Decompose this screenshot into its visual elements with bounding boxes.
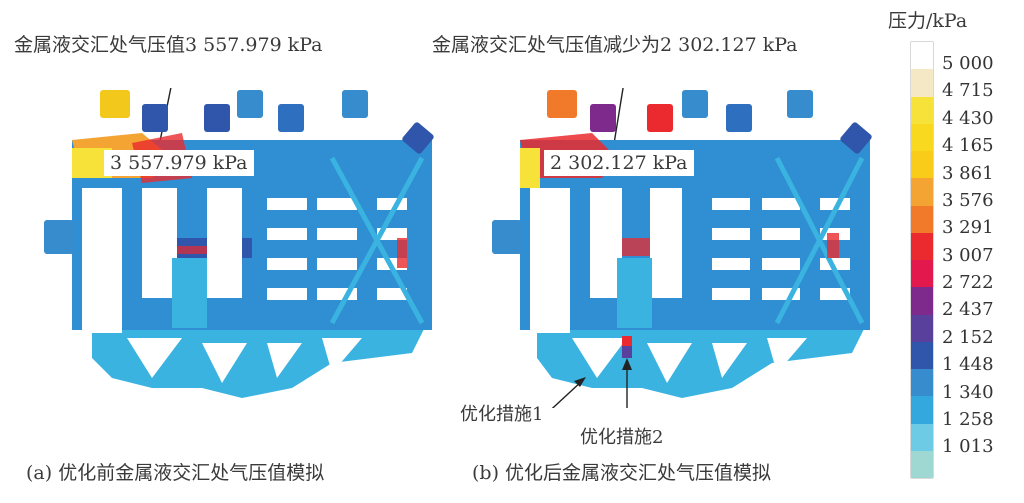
color-scale-bar (910, 41, 934, 479)
color-segment (911, 287, 933, 315)
legend-tick-label: 4 430 (942, 107, 994, 129)
legend-tick-label: 1 013 (942, 436, 994, 458)
color-segment (911, 450, 933, 478)
color-segment (911, 341, 933, 369)
color-segment (911, 423, 933, 451)
color-segment (911, 123, 933, 151)
legend-tick-label: 2 437 (942, 299, 994, 321)
color-segment (911, 178, 933, 206)
legend-title: 压力/kPa (888, 10, 968, 32)
panel-b-casting: 2 302.127 kPa (482, 88, 902, 408)
color-segment (911, 205, 933, 233)
color-segment (911, 396, 933, 424)
panel-b-value-label: 2 302.127 kPa (544, 150, 694, 176)
legend-tick-label: 1 258 (942, 408, 994, 430)
color-segment (911, 69, 933, 97)
legend-tick-label: 1 340 (942, 381, 994, 403)
color-segment (911, 314, 933, 342)
panel-a-casting: 3 557.979 kPa (32, 88, 452, 408)
legend-tick-label: 2 152 (942, 326, 994, 348)
color-segment (911, 42, 933, 70)
color-segment (911, 260, 933, 288)
panel-a-annotation: 金属液交汇处气压值3 557.979 kPa (14, 34, 323, 56)
panel-b-caption: (b) 优化后金属液交汇处气压值模拟 (472, 462, 772, 484)
legend-tick-label: 2 722 (942, 272, 994, 293)
legend-tick-label: 3 291 (942, 217, 994, 239)
casting-b-graphic (492, 88, 872, 408)
legend-tick-label: 4 165 (942, 135, 994, 157)
legend-tick-label: 3 861 (942, 162, 994, 184)
legend-tick-label: 3 007 (942, 244, 994, 266)
legend-tick-label: 1 448 (942, 354, 994, 376)
measure-2-label: 优化措施2 (580, 427, 664, 448)
panel-a-caption: (a) 优化前金属液交汇处气压值模拟 (26, 462, 325, 484)
color-segment (911, 151, 933, 179)
panel-a-value-label: 3 557.979 kPa (104, 150, 254, 176)
legend-tick-label: 5 000 (942, 53, 994, 74)
color-segment (911, 96, 933, 124)
panel-b-annotation: 金属液交汇处气压值减少为2 302.127 kPa (432, 34, 798, 56)
casting-a-graphic (44, 88, 434, 398)
legend-tick-label: 4 715 (942, 80, 994, 102)
legend-tick-label: 3 576 (942, 189, 994, 211)
measure-1-label: 优化措施1 (460, 404, 544, 425)
color-segment (911, 369, 933, 397)
color-segment (911, 232, 933, 260)
